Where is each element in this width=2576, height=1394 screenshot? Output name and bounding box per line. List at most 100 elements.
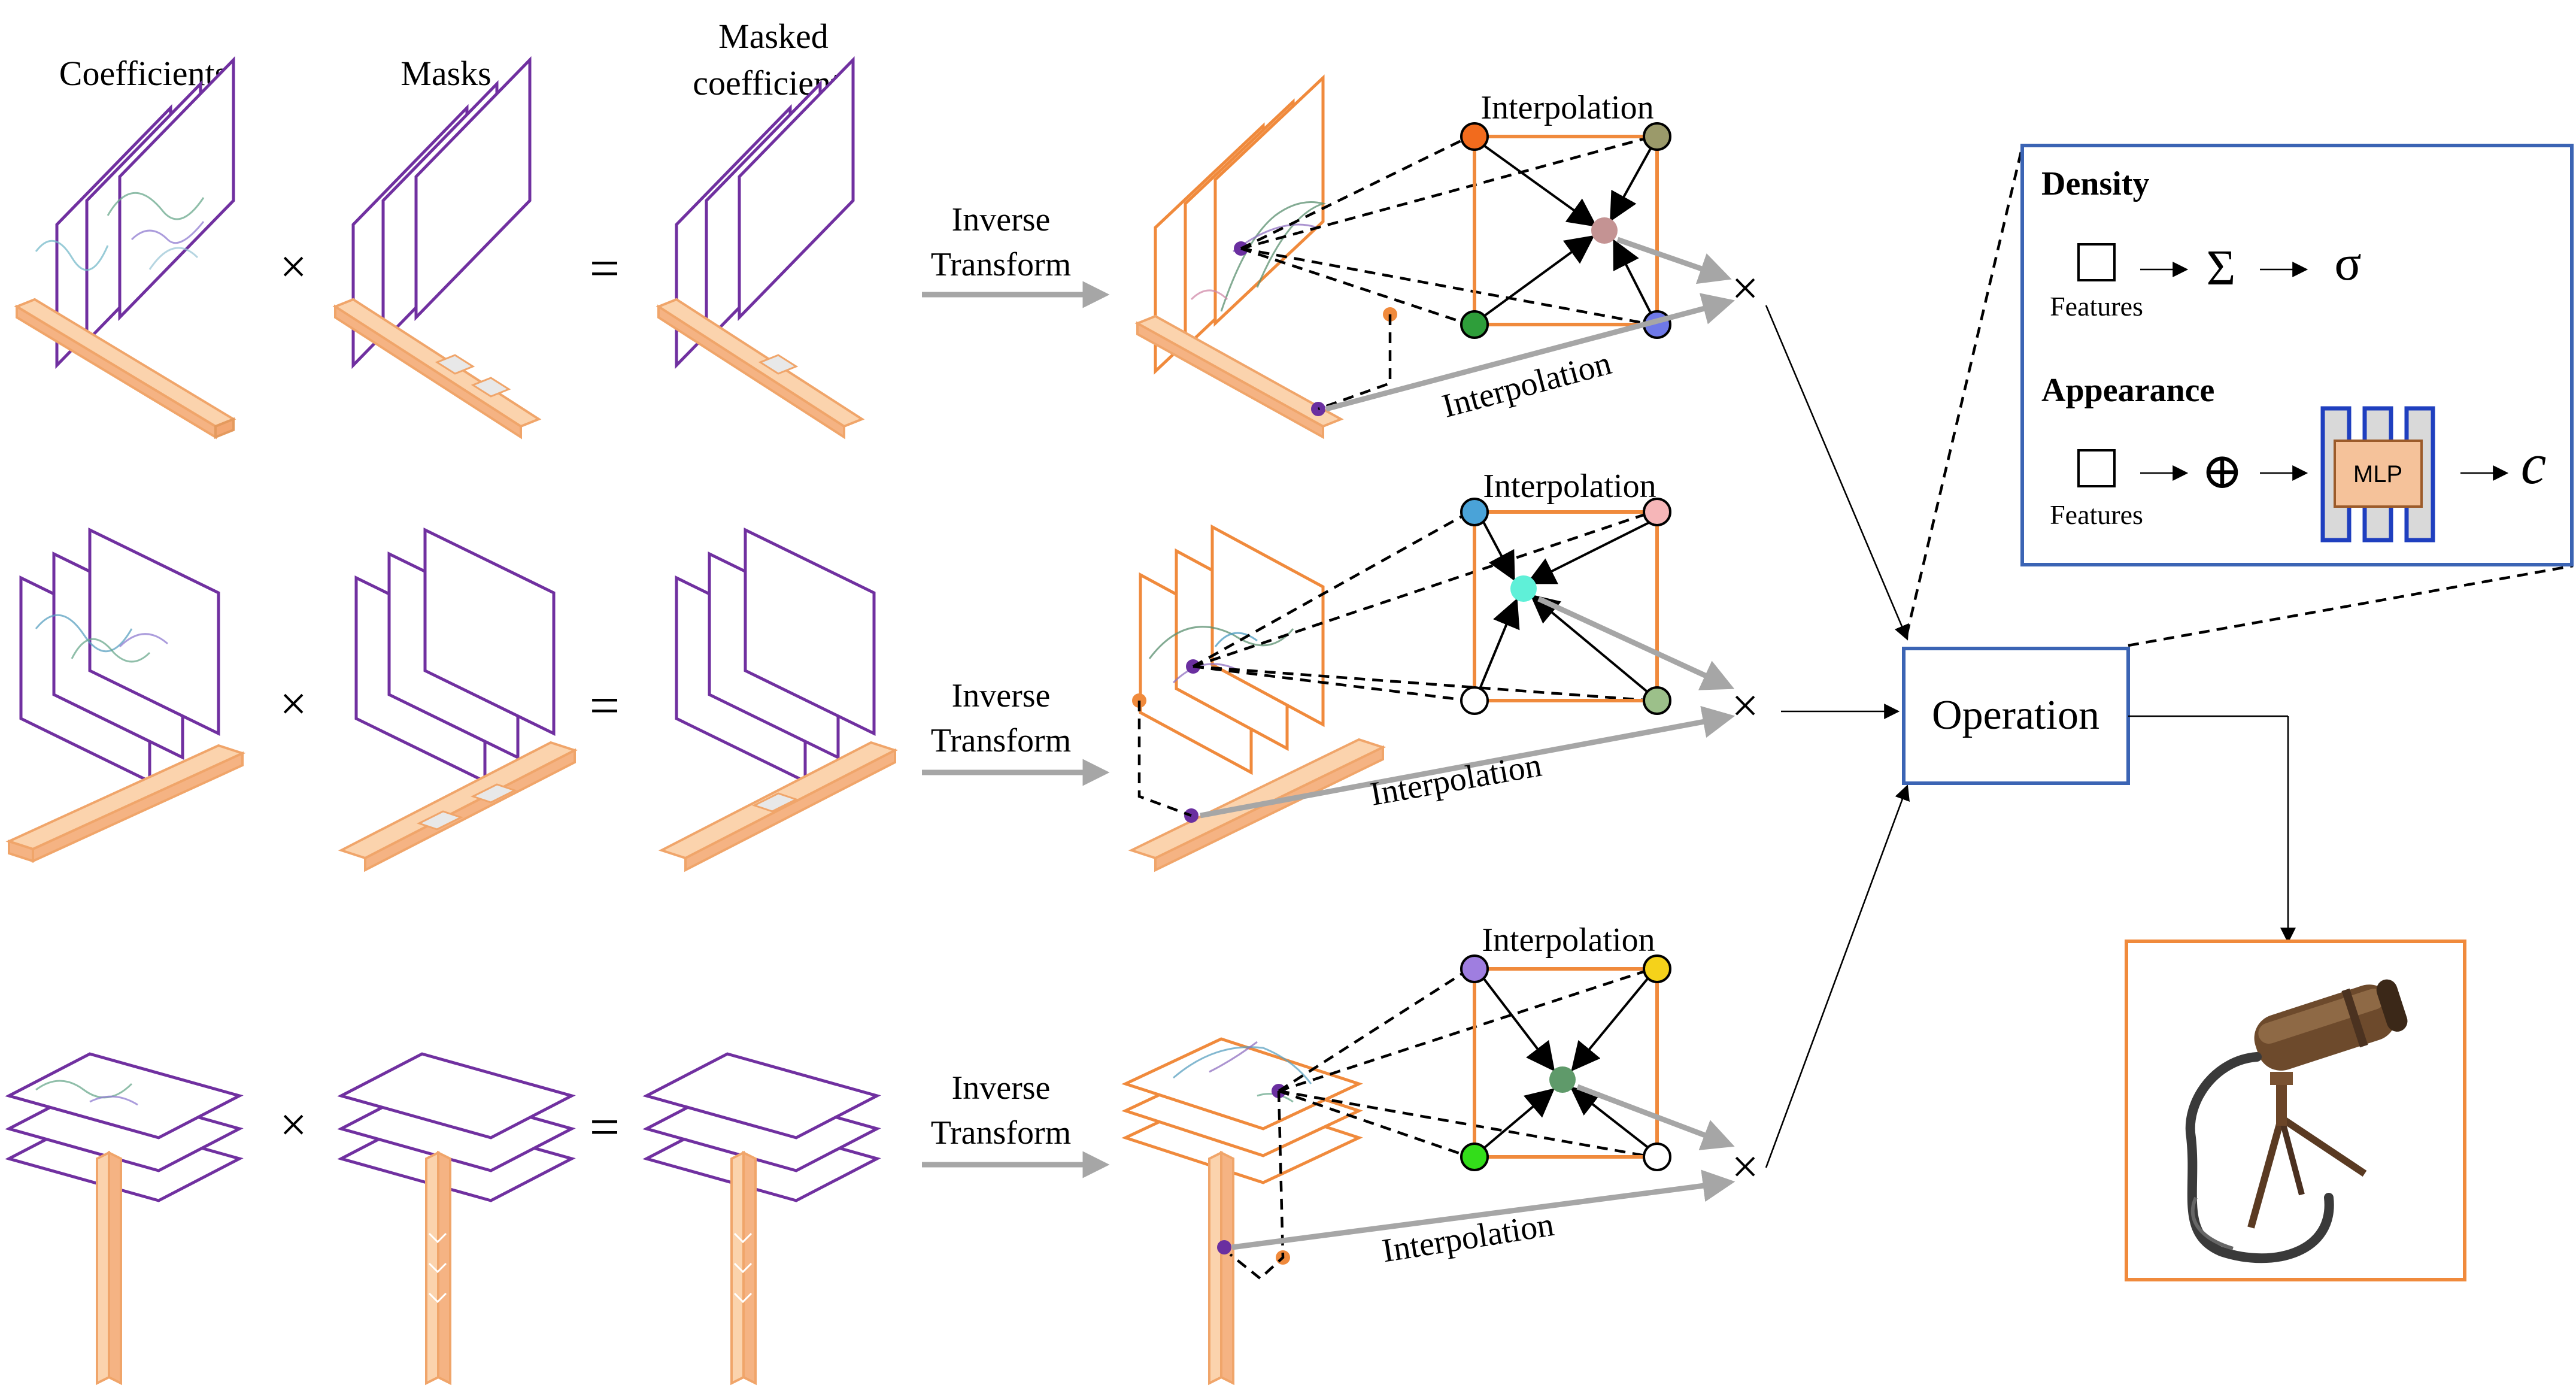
reconstructed-planes-3 (1121, 1037, 1363, 1184)
dash-line (1193, 665, 1653, 702)
grid-interpolation-label-2: Interpolation (1483, 468, 1656, 505)
transform-label-1: Transform (931, 246, 1071, 283)
interp-arrow (1481, 519, 1515, 581)
masked-coefficients-header-line1: Masked (718, 17, 829, 56)
masks-header: Masks (400, 54, 491, 93)
dash-line (1193, 665, 1470, 702)
masked-rod-1 (656, 298, 865, 440)
interp-arrow (1481, 975, 1555, 1072)
masked-rod-2 (658, 741, 899, 872)
grid-to-cross-arrow-3 (1576, 1084, 1735, 1150)
masked-rod-3 (730, 1150, 757, 1386)
interp-arrow (1613, 239, 1653, 317)
inverse-label-3: Inverse (952, 1069, 1051, 1107)
interpolation-grid-2 (1473, 510, 1659, 702)
cross3-to-operation-arrow (1765, 784, 1910, 1168)
microphone-render-image (2185, 979, 2408, 1263)
times-symbol-2: × (280, 678, 307, 731)
reconstructed-planes-1 (1154, 74, 1327, 375)
equals-symbol-2: = (590, 676, 620, 735)
rendered-output-frame (2125, 940, 2466, 1281)
coefficients-header: Coefficients (59, 54, 228, 93)
grid-node-bottom-left-2 (1460, 686, 1489, 715)
interp-arrow (1571, 975, 1650, 1072)
operation-label: Operation (1932, 692, 2099, 738)
operation-box (1902, 647, 2130, 785)
grid-node-top-right-1 (1643, 122, 1671, 151)
times-symbol-1: × (280, 241, 307, 293)
mlp-label: MLP (2353, 461, 2402, 487)
grid-node-top-left-1 (1460, 122, 1489, 151)
interpolated-node-2 (1510, 575, 1537, 602)
reconstructed-rod-2 (1128, 738, 1386, 872)
color-symbol: c (2521, 432, 2547, 496)
equals-symbol-3: = (590, 1098, 620, 1157)
coefficient-rod-3 (96, 1150, 122, 1386)
operation-detail-inset: Density Features Σ σ Appearance Features… (2020, 144, 2574, 566)
interpolated-node-3 (1549, 1066, 1576, 1093)
masked-planes-2 (675, 527, 876, 784)
appearance-title: Appearance (2041, 372, 2214, 409)
coefficient-planes-3 (5, 1052, 244, 1202)
appearance-features-label: Features (2050, 499, 2143, 530)
equals-symbol-1: = (590, 239, 620, 298)
density-features-label: Features (2050, 291, 2143, 322)
projection-dash-2 (1137, 701, 1192, 817)
coefficient-planes-2 (19, 527, 220, 784)
projection-dash-1 (1318, 314, 1392, 411)
transform-label-2: Transform (931, 722, 1071, 759)
mlp-block: MLP (2320, 406, 2435, 543)
inverse-label-1: Inverse (952, 201, 1051, 238)
inset-zoom-line-top (1905, 146, 2024, 635)
grid-node-top-right-2 (1643, 498, 1671, 526)
row-1: × = Inverse Transform (14, 56, 1759, 440)
dash-line (1240, 247, 1653, 326)
coefficient-planes-1 (35, 56, 235, 369)
inset-zoom-line-bottom (2128, 564, 2574, 647)
cross-symbol-3: × (1731, 1141, 1758, 1193)
mask-rod-2 (338, 741, 578, 872)
transform-label-3: Transform (931, 1114, 1071, 1151)
mask-planes-3 (337, 1052, 576, 1202)
grid-node-top-left-2 (1460, 498, 1489, 526)
density-feature-square-icon (2077, 243, 2116, 281)
density-title: Density (2041, 165, 2149, 202)
coefficient-rod-1 (14, 298, 236, 440)
appearance-feature-square-icon (2077, 449, 2116, 487)
row-2: × = Inverse Transform (5, 468, 1759, 872)
reconstructed-rod-3 (1208, 1150, 1234, 1386)
cross-symbol-2: × (1731, 680, 1758, 732)
interp-arrow (1482, 1088, 1555, 1150)
grid-to-cross-arrow-1 (1616, 237, 1732, 284)
interp-arrow (1570, 1086, 1650, 1150)
coefficient-rod-2 (5, 744, 246, 863)
line-interpolation-label-2: Interpolation (1367, 747, 1545, 813)
mlp-box (2334, 440, 2423, 508)
row-3: × = Inverse Transform (5, 922, 1759, 1386)
interpolation-grid-3 (1473, 967, 1659, 1159)
inverse-label-2: Inverse (952, 677, 1051, 714)
interp-arrow (1481, 143, 1597, 228)
dash-line (1278, 1089, 1653, 1159)
interp-arrow (1610, 145, 1653, 222)
inset-frame (2020, 144, 2574, 566)
grid-node-top-left-3 (1460, 954, 1489, 983)
masked-planes-3 (642, 1052, 881, 1202)
cross-symbol-1: × (1731, 262, 1758, 315)
reconstructed-rod-1 (1134, 314, 1344, 440)
sigma-symbol: σ (2334, 235, 2361, 291)
concat-symbol: ⊕ (2201, 444, 2243, 499)
interp-arrow (1526, 520, 1653, 584)
dash-line (1278, 968, 1471, 1092)
interp-arrow (1530, 594, 1650, 695)
grid-node-top-right-3 (1643, 954, 1671, 983)
sum-symbol: Σ (2207, 240, 2236, 296)
rod-to-cross-arrow-1 (1325, 293, 1735, 412)
grid-to-cross-arrow-2 (1537, 596, 1735, 690)
times-symbol-3: × (280, 1099, 307, 1151)
grid-node-bottom-right-2 (1643, 686, 1671, 715)
dash-line (1193, 510, 1653, 668)
rod-to-cross-arrow-2 (1200, 705, 1735, 819)
cross1-to-operation-arrow (1765, 305, 1909, 641)
sample-point-rod-3 (1217, 1240, 1231, 1254)
